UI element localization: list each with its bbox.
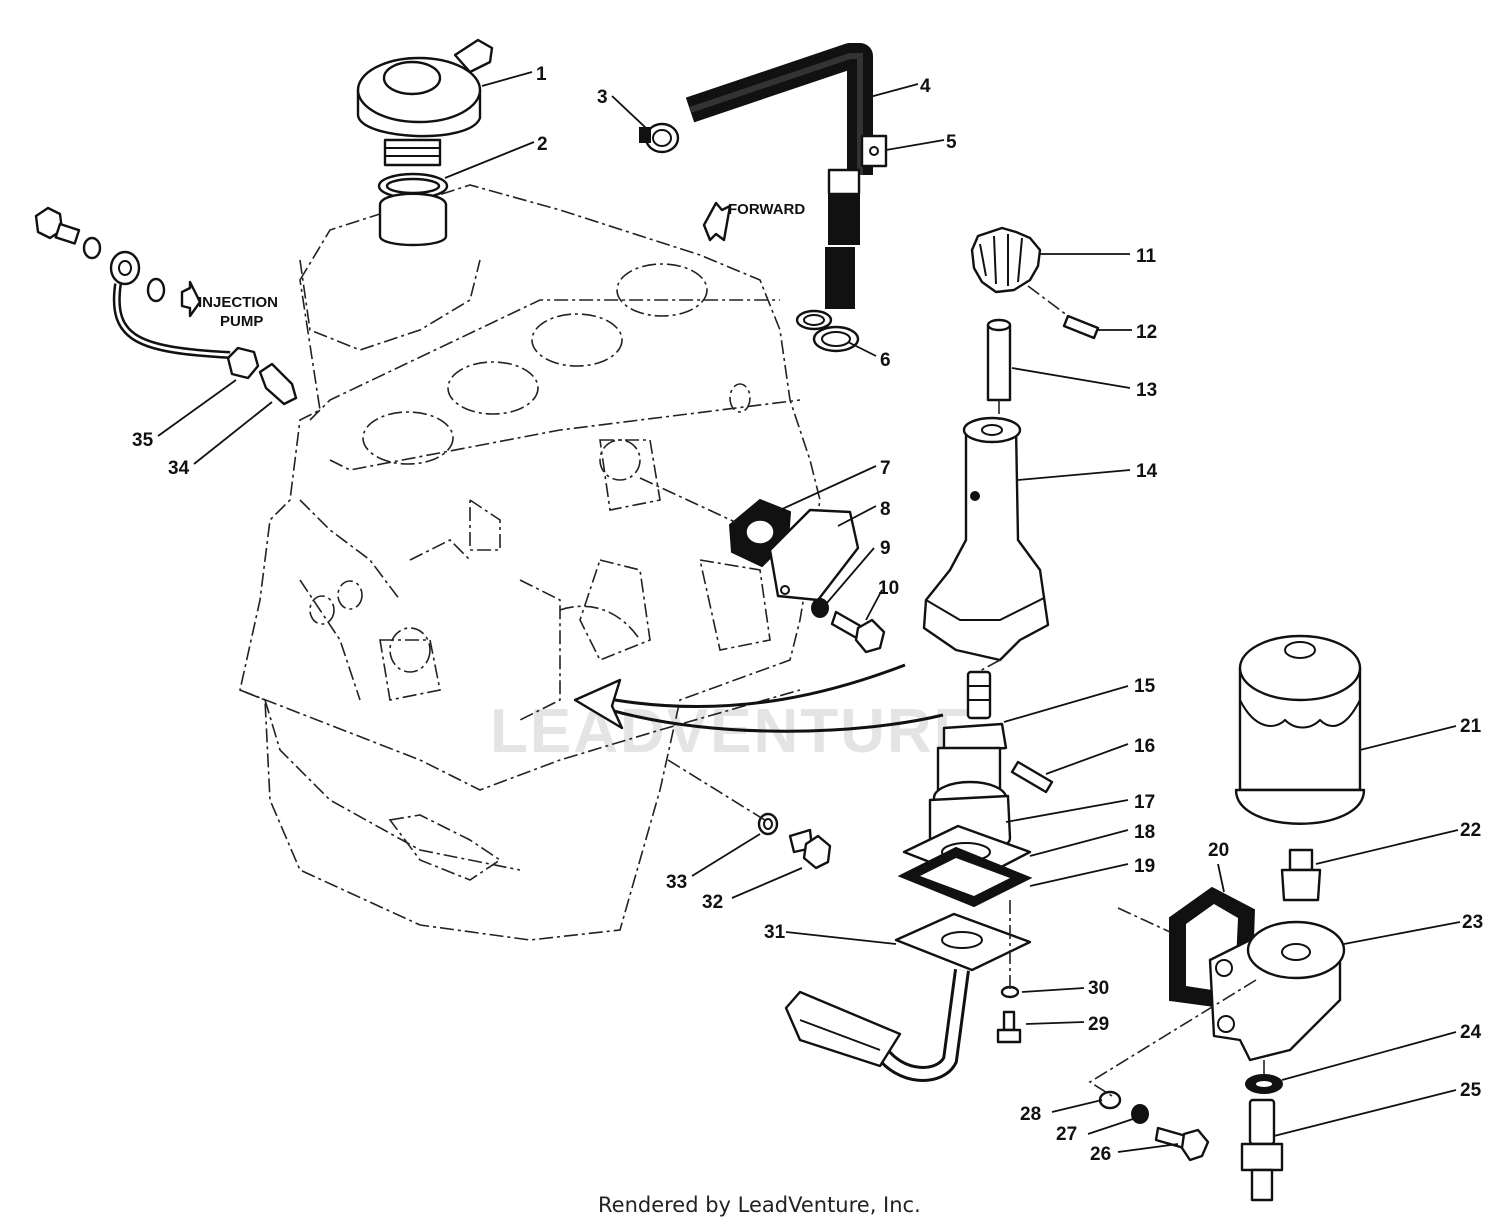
callout-18: 18 bbox=[1134, 822, 1155, 843]
part-14-pump-housing bbox=[922, 416, 1050, 662]
insertion-arrow bbox=[573, 663, 944, 733]
forward-direction-indicator: FORWARD bbox=[702, 201, 805, 242]
injection-pump-label-line1: INJECTION bbox=[198, 294, 278, 311]
part-16-pin bbox=[1010, 760, 1054, 794]
callout-23: 23 bbox=[1462, 912, 1483, 933]
insertion-arrowhead-icon bbox=[573, 678, 624, 730]
part-23-filter-base bbox=[1208, 920, 1346, 1062]
callout-33: 33 bbox=[666, 872, 687, 893]
part-10-bolt bbox=[830, 610, 886, 654]
part-24-washer bbox=[1245, 1074, 1283, 1094]
callout-28: 28 bbox=[1020, 1104, 1041, 1125]
leader-lines bbox=[157, 71, 1461, 1153]
callout-19: 19 bbox=[1134, 856, 1155, 877]
part-26-bolt bbox=[1154, 1126, 1210, 1162]
callout-8: 8 bbox=[880, 499, 891, 520]
callout-3: 3 bbox=[597, 87, 608, 108]
part-31-pickup-tube bbox=[784, 912, 1032, 1082]
part-32-drain-plug bbox=[788, 828, 832, 870]
part-29-bolt bbox=[996, 1010, 1022, 1044]
callout-26: 26 bbox=[1090, 1144, 1111, 1165]
callout-6: 6 bbox=[880, 350, 891, 371]
part-9-washer bbox=[811, 598, 829, 618]
part-6-o-rings bbox=[795, 309, 860, 353]
part-3-hose-clamp bbox=[639, 122, 680, 154]
part-33-washer bbox=[757, 812, 779, 836]
part-27-lock-washer bbox=[1131, 1104, 1149, 1124]
part-8-cover-plate bbox=[768, 508, 860, 602]
callout-9: 9 bbox=[880, 538, 891, 559]
callout-35: 35 bbox=[132, 430, 154, 451]
part-2-o-ring bbox=[377, 138, 449, 247]
callout-2: 2 bbox=[537, 134, 548, 155]
callout-12: 12 bbox=[1136, 322, 1157, 343]
callout-29: 29 bbox=[1088, 1014, 1109, 1035]
part-21-oil-filter bbox=[1234, 634, 1366, 825]
callout-15: 15 bbox=[1134, 676, 1156, 697]
callout-32: 32 bbox=[702, 892, 723, 913]
callout-13: 13 bbox=[1136, 380, 1157, 401]
callout-14: 14 bbox=[1136, 461, 1158, 482]
callout-11: 11 bbox=[1136, 246, 1157, 267]
watermark: LEADVENTURE bbox=[490, 697, 977, 766]
callout-1: 1 bbox=[536, 64, 547, 85]
injection-pump-oil-line: INJECTION PUMP bbox=[34, 206, 298, 406]
part-11-drive-gear bbox=[970, 226, 1042, 294]
callout-24: 24 bbox=[1460, 1022, 1482, 1043]
part-1-breather-cap bbox=[356, 38, 494, 138]
part-17-pump-body bbox=[928, 746, 1012, 855]
callout-17: 17 bbox=[1134, 792, 1155, 813]
callout-21: 21 bbox=[1460, 716, 1482, 737]
part-15-rotor-shaft bbox=[942, 670, 1008, 754]
part-13-shaft bbox=[986, 318, 1012, 402]
callout-7: 7 bbox=[880, 458, 891, 479]
callout-20: 20 bbox=[1208, 840, 1229, 861]
injection-pump-arrow-icon bbox=[180, 280, 202, 318]
callout-22: 22 bbox=[1460, 820, 1481, 841]
callout-25: 25 bbox=[1460, 1080, 1482, 1101]
footer-credit: Rendered by LeadVenture, Inc. bbox=[598, 1193, 921, 1217]
part-22-nipple bbox=[1280, 848, 1322, 902]
injection-pump-label-line2: PUMP bbox=[220, 313, 263, 330]
callout-30: 30 bbox=[1088, 978, 1109, 999]
forward-arrow-icon bbox=[702, 201, 732, 242]
alignment-lines bbox=[639, 285, 1265, 1097]
part-5-hose-bracket bbox=[860, 134, 888, 168]
forward-label: FORWARD bbox=[728, 201, 805, 218]
part-12-pin bbox=[1062, 314, 1100, 340]
part-19-gasket bbox=[897, 846, 1033, 908]
callout-31: 31 bbox=[764, 922, 786, 943]
callout-numbers: 1 2 3 4 5 6 7 8 9 10 11 12 13 14 15 16 1… bbox=[132, 64, 1483, 1165]
part-4-breather-hose bbox=[685, 43, 873, 309]
engine-block bbox=[239, 184, 821, 941]
part-25-relief-valve bbox=[1240, 1098, 1284, 1202]
callout-34: 34 bbox=[168, 458, 190, 479]
callout-27: 27 bbox=[1056, 1124, 1077, 1145]
callout-5: 5 bbox=[946, 132, 957, 153]
callout-16: 16 bbox=[1134, 736, 1155, 757]
callout-10: 10 bbox=[878, 578, 899, 599]
callout-4: 4 bbox=[920, 76, 931, 97]
